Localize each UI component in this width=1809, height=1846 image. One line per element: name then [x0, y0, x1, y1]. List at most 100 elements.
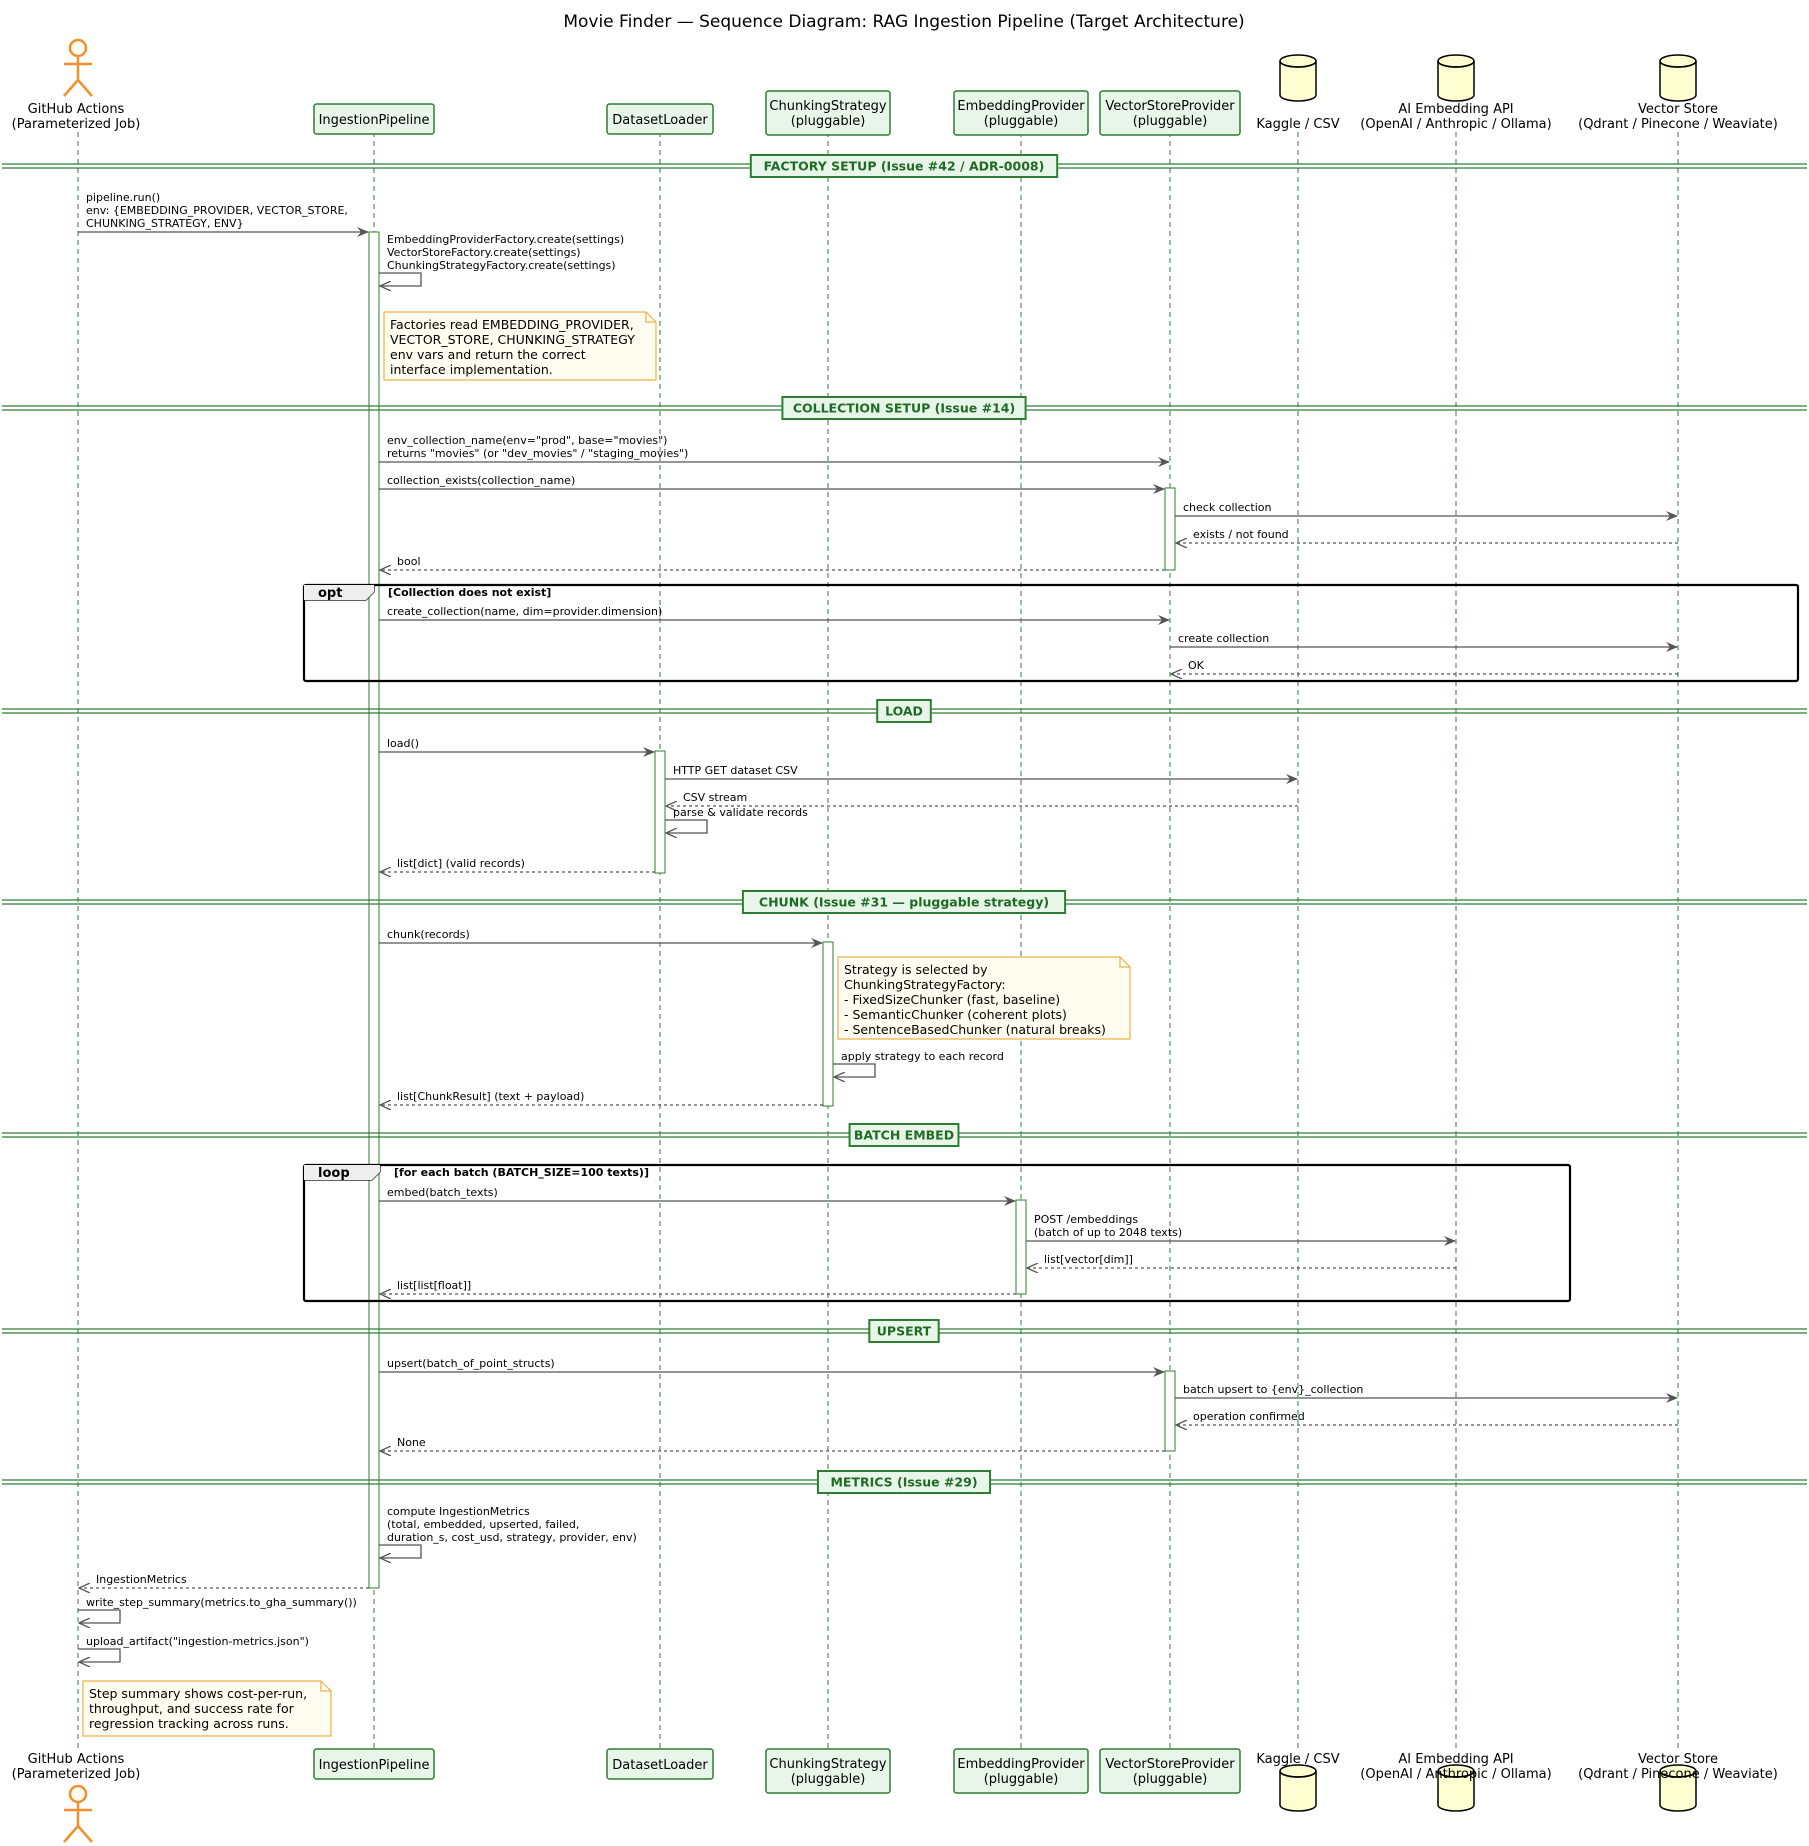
- section-divider: METRICS (Issue #29): [2, 1470, 1807, 1494]
- message-label: HTTP GET dataset CSV: [673, 764, 798, 777]
- message-return: OK: [1171, 659, 1678, 674]
- fragment-guard: [Collection does not exist]: [388, 586, 551, 599]
- message-return: operation confirmed: [1176, 1410, 1678, 1425]
- participant-box: [606, 103, 714, 135]
- participant-label: (OpenAI / Anthropic / Ollama): [1360, 117, 1551, 132]
- participant-label: GitHub Actions: [28, 102, 125, 117]
- participant-label: EmbeddingProvider: [957, 1757, 1085, 1772]
- note: Factories read EMBEDDING_PROVIDER,VECTOR…: [383, 311, 657, 381]
- message-self: compute IngestionMetrics(total, embedded…: [379, 1505, 637, 1558]
- participant-label: VectorStoreProvider: [1105, 99, 1235, 114]
- message-return: None: [380, 1436, 1165, 1451]
- note-text: - SentenceBasedChunker (natural breaks): [844, 1022, 1106, 1037]
- participant-box: [953, 1748, 1089, 1794]
- participant-kaggle: Kaggle / CSV: [1256, 1752, 1340, 1812]
- participant-label: EmbeddingProvider: [957, 99, 1085, 114]
- message-label: operation confirmed: [1193, 1410, 1305, 1423]
- note-text: - FixedSizeChunker (fast, baseline): [844, 992, 1060, 1007]
- activation-bar-embed: [1015, 1199, 1027, 1295]
- activation-bar-loader: [654, 750, 666, 874]
- participant-pipe: IngestionPipeline: [313, 1748, 435, 1780]
- message-sync: create collection: [1170, 632, 1678, 652]
- participant-box: [1099, 90, 1241, 136]
- message-label: load(): [387, 737, 419, 750]
- message-label: (batch of up to 2048 texts): [1034, 1226, 1182, 1239]
- note-text: Strategy is selected by: [844, 962, 988, 977]
- message-arrow: [833, 1063, 876, 1077]
- message-label: embed(batch_texts): [387, 1186, 498, 1199]
- message-return: list[dict] (valid records): [380, 857, 655, 872]
- section-dividers: FACTORY SETUP (Issue #42 / ADR-0008)COLL…: [2, 154, 1807, 1494]
- message-return: IngestionMetrics: [79, 1573, 369, 1588]
- participant-label: IngestionPipeline: [319, 113, 430, 128]
- participant-api: AI Embedding API(OpenAI / Anthropic / Ol…: [1360, 1752, 1552, 1812]
- message-arrow: [78, 1648, 121, 1662]
- section-divider-label: UPSERT: [877, 1324, 932, 1339]
- participant-box: [765, 90, 891, 136]
- notes: Factories read EMBEDDING_PROVIDER,VECTOR…: [82, 311, 1131, 1737]
- fragment-loop: loop[for each batch (BATCH_SIZE=100 text…: [302, 1163, 1572, 1303]
- message-label: bool: [397, 555, 421, 568]
- diagram-title: Movie Finder — Sequence Diagram: RAG Ing…: [563, 12, 1244, 32]
- database-icon: [1279, 54, 1317, 102]
- note-text: ChunkingStrategyFactory:: [844, 977, 1006, 992]
- message-sync: chunk(records): [379, 928, 823, 948]
- participant-loader: DatasetLoader: [606, 103, 714, 135]
- section-divider: COLLECTION SETUP (Issue #14): [2, 396, 1807, 420]
- participant-kaggle: Kaggle / CSV: [1256, 54, 1340, 132]
- participant-label: ChunkingStrategy: [769, 99, 886, 114]
- message-label: parse & validate records: [673, 806, 808, 819]
- section-divider-label: CHUNK (Issue #31 — pluggable strategy): [759, 895, 1049, 910]
- participant-label: (Parameterized Job): [12, 1767, 141, 1782]
- participant-label: ChunkingStrategy: [769, 1757, 886, 1772]
- note-text: interface implementation.: [390, 362, 553, 377]
- message-return: list[list[float]]: [380, 1279, 1016, 1294]
- note-text: regression tracking across runs.: [89, 1716, 289, 1731]
- section-divider-label: LOAD: [885, 704, 923, 719]
- participant-label: GitHub Actions: [28, 1752, 125, 1767]
- fragment-guard: [for each batch (BATCH_SIZE=100 texts)]: [394, 1166, 649, 1179]
- section-divider: UPSERT: [2, 1319, 1807, 1343]
- message-return: exists / not found: [1176, 528, 1678, 543]
- message-arrow: [78, 1609, 121, 1623]
- actor-icon: [63, 38, 93, 97]
- fragment-opt: opt[Collection does not exist]: [302, 583, 1800, 683]
- message-sync: POST /embeddings(batch of up to 2048 tex…: [1026, 1213, 1456, 1246]
- message-label: create_collection(name, dim=provider.dim…: [387, 605, 662, 618]
- database-icon: [1659, 54, 1697, 102]
- message-label: duration_s, cost_usd, strategy, provider…: [387, 1531, 637, 1544]
- participant-label: (pluggable): [1133, 114, 1208, 129]
- message-self: EmbeddingProviderFactory.create(settings…: [379, 233, 624, 286]
- message-label: env_collection_name(env="prod", base="mo…: [387, 434, 667, 447]
- participant-label: Kaggle / CSV: [1256, 1752, 1339, 1767]
- section-divider: CHUNK (Issue #31 — pluggable strategy): [2, 890, 1807, 914]
- participant-label: (pluggable): [984, 114, 1059, 129]
- message-return: CSV stream: [666, 791, 1298, 806]
- message-label: CSV stream: [683, 791, 747, 804]
- message-return: list[vector[dim]]: [1027, 1253, 1456, 1268]
- participant-box: [606, 1748, 714, 1780]
- note-text: Step summary shows cost-per-run,: [89, 1686, 307, 1701]
- participant-loader: DatasetLoader: [606, 1748, 714, 1780]
- note-text: - SemanticChunker (coherent plots): [844, 1007, 1067, 1022]
- lifelines: [77, 132, 1679, 1748]
- participant-box: [313, 103, 435, 135]
- participant-store: Vector Store(Qdrant / Pinecone / Weaviat…: [1578, 54, 1778, 132]
- message-label: upload_artifact("ingestion-metrics.json"…: [86, 1635, 309, 1648]
- message-sync: pipeline.run()env: {EMBEDDING_PROVIDER, …: [78, 191, 369, 237]
- combined-fragments: opt[Collection does not exist] loop[for e…: [302, 583, 1800, 1303]
- message-self: parse & validate records: [665, 806, 808, 833]
- section-divider-label: COLLECTION SETUP (Issue #14): [793, 401, 1015, 416]
- note: Step summary shows cost-per-run,throughp…: [82, 1680, 332, 1737]
- note-text: Factories read EMBEDDING_PROVIDER,: [390, 317, 634, 332]
- participant-gha: GitHub Actions(Parameterized Job): [12, 1752, 141, 1843]
- participant-vsp: VectorStoreProvider(pluggable): [1099, 1748, 1241, 1794]
- participant-label: AI Embedding API: [1398, 1752, 1513, 1767]
- database-icon: [1437, 54, 1475, 102]
- participant-embed: EmbeddingProvider(pluggable): [953, 1748, 1089, 1794]
- actor-icon: [63, 1784, 93, 1843]
- database-icon: [1659, 1764, 1697, 1812]
- message-sync: create_collection(name, dim=provider.dim…: [379, 605, 1170, 625]
- note-text: VECTOR_STORE, CHUNKING_STRATEGY: [390, 332, 635, 347]
